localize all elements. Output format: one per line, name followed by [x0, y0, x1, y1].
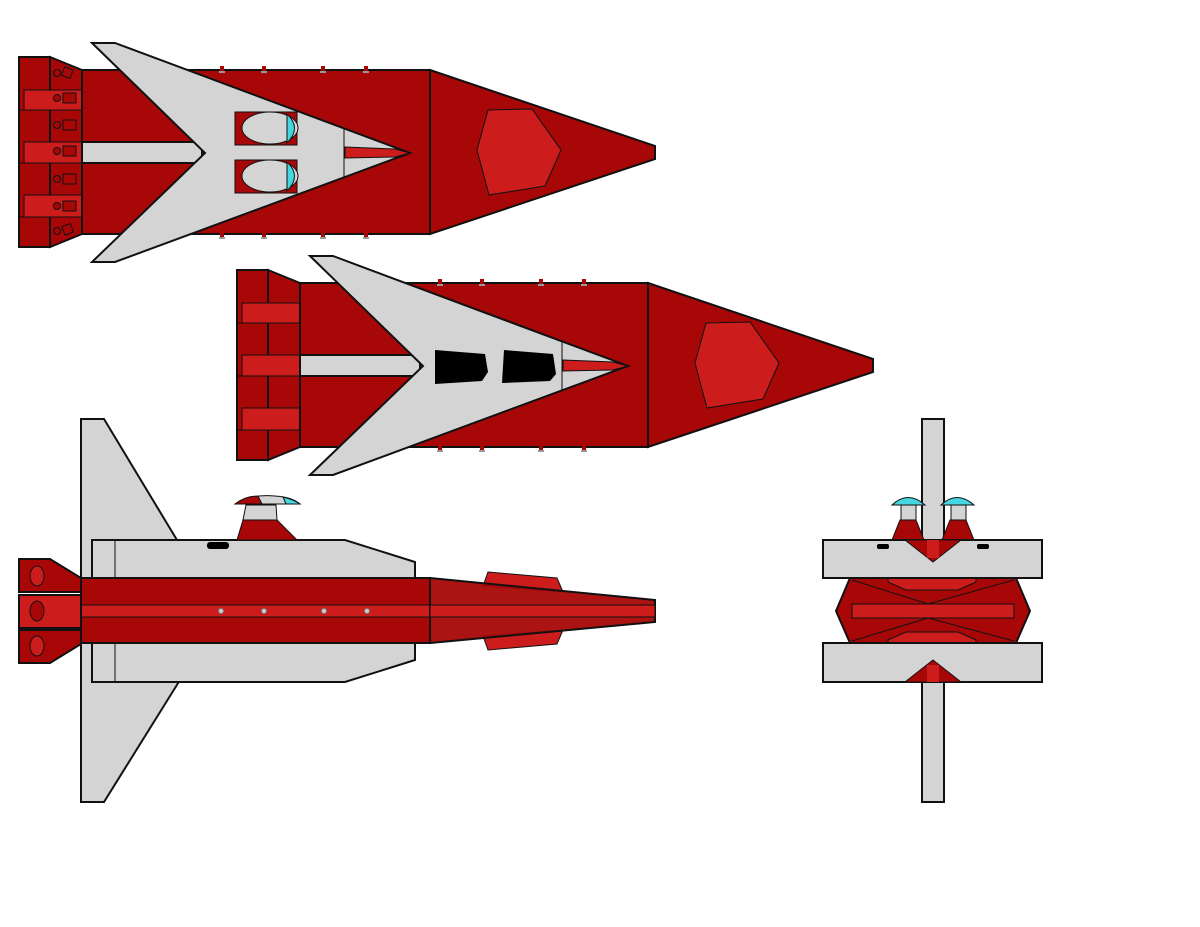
- side-view: [18, 418, 656, 803]
- front-tower-left: [890, 497, 927, 541]
- side-port: [207, 542, 229, 549]
- hatch-right: [502, 350, 556, 383]
- front-view: [822, 418, 1043, 803]
- hatch-left: [435, 350, 488, 384]
- front-tower-right: [939, 497, 976, 541]
- canopy-right: [234, 159, 299, 194]
- side-engines: [18, 558, 82, 664]
- canopy-left: [234, 111, 299, 146]
- conning-tower: [233, 495, 302, 541]
- side-lights: [218, 608, 370, 614]
- top-view-canopies: [18, 42, 656, 263]
- engine-nozzles: [53, 66, 77, 236]
- top-view-hatches: [236, 255, 874, 476]
